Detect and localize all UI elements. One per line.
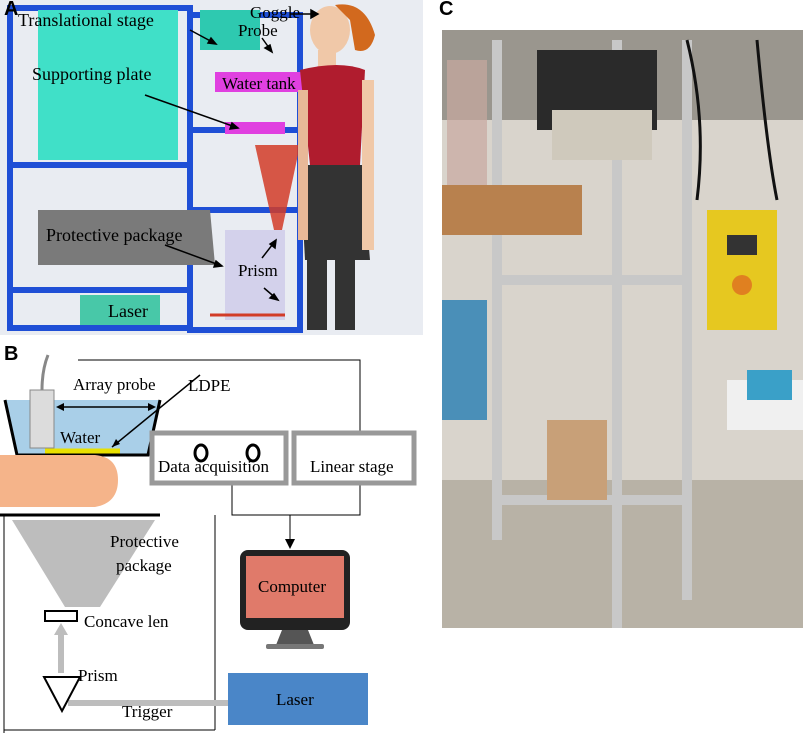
label-laser: Laser [108, 301, 148, 321]
label-data-acquisition: Data acquisition [158, 457, 269, 476]
label-protective-line1: Protective [110, 532, 179, 551]
panel-letter-b: B [4, 343, 19, 365]
label-water: Water [60, 428, 100, 447]
label-prism: Prism [238, 261, 278, 280]
laser-box [228, 673, 368, 725]
linear-stage-box [291, 430, 417, 486]
computer-icon [240, 550, 350, 649]
laser-shape [80, 295, 160, 325]
panel-letter-a: A [4, 0, 19, 20]
label-protective-line2: package [116, 556, 172, 575]
concave-lens [44, 610, 78, 622]
prism [42, 676, 82, 714]
label-goggle: Goggle [250, 3, 300, 22]
array-probe [29, 389, 55, 449]
label-computer: Computer [258, 577, 326, 596]
cone-shape [255, 145, 300, 230]
protective-package [12, 520, 155, 607]
panel-a-illustration: Translational stage Goggle Probe Support… [0, 0, 423, 335]
label-protective-package: Protective package [46, 225, 182, 245]
copper-plate [442, 185, 582, 235]
protective-package-shape [38, 210, 215, 265]
label-array-probe: Array probe [73, 375, 156, 394]
label-water-tank: Water tank [222, 74, 296, 93]
data-acquisition-box [149, 430, 289, 486]
tissue-sample [0, 455, 118, 507]
label-concave-len: Concave len [84, 612, 169, 631]
panel-letter-c: C [439, 0, 454, 20]
label-probe: Probe [238, 21, 278, 40]
label-ldpe: LDPE [188, 376, 231, 395]
panel-c-photo: C [437, 0, 803, 628]
panel-a-3d-model: Translational stage Goggle Probe Support… [0, 0, 423, 335]
panel-b-diagram: Array probe LDPE Water Data acquisition … [0, 354, 417, 733]
label-supporting-plate: Supporting plate [32, 64, 152, 84]
yellow-controller [707, 210, 777, 330]
panel-b-schematic: Array probe LDPE Water Data acquisition … [0, 343, 423, 733]
label-trigger: Trigger [122, 702, 173, 721]
label-linear-stage: Linear stage [310, 457, 394, 476]
water-tank-shape [215, 72, 305, 92]
label-prism: Prism [78, 666, 118, 685]
label-translational-stage: Translational stage [18, 10, 154, 30]
label-laser: Laser [276, 690, 314, 709]
cabinet [38, 10, 178, 160]
person-figure [298, 4, 375, 330]
panel-c-photograph [442, 30, 803, 628]
